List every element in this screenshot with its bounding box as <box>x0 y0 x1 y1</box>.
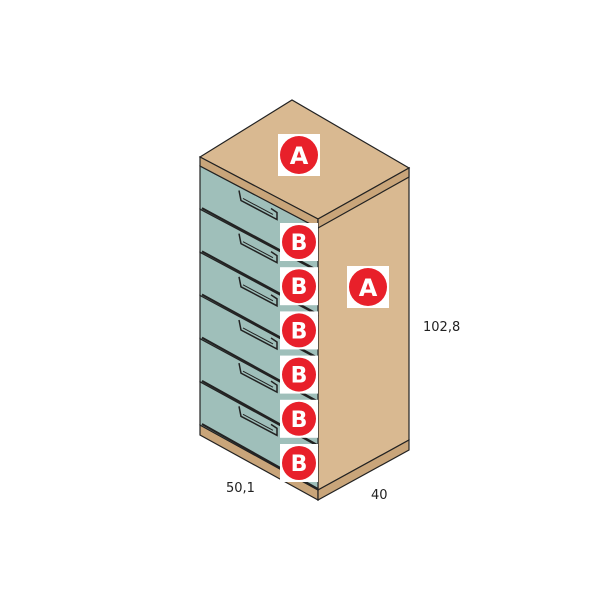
drawer-handle <box>238 363 278 394</box>
drawer-marker: B <box>280 311 318 350</box>
side-marker: A <box>347 266 389 308</box>
drawer-marker: B <box>280 355 318 394</box>
drawer-handle-inner <box>242 198 274 215</box>
drawer-marker-letter: B <box>291 231 308 256</box>
drawer-handle-inner <box>242 413 274 431</box>
drawer-marker-circle <box>282 401 316 436</box>
top-marker: A <box>278 134 320 176</box>
drawer-marker-circle <box>282 357 316 392</box>
width-dimension: 50,1 <box>226 481 255 496</box>
drawer-marker-circle <box>282 225 316 259</box>
drawer-handle-inner <box>242 370 274 388</box>
side-marker-letter: A <box>359 274 378 302</box>
drawer-marker-letter: B <box>291 452 308 477</box>
top-marker-letter: A <box>290 142 309 170</box>
drawer-handle-inner <box>242 284 274 302</box>
drawer-handle-inner <box>242 241 274 259</box>
drawer-handle-inner <box>242 327 274 345</box>
drawer-marker-circle <box>282 446 316 480</box>
drawer-handle <box>238 406 278 437</box>
drawer-marker: B <box>280 223 318 261</box>
base-plinth-side <box>317 438 410 502</box>
drawer-marker: B <box>280 444 318 482</box>
drawer-marker-circle <box>282 313 316 348</box>
drawer-marker-letter: B <box>291 364 308 389</box>
drawer-marker-letter: B <box>291 408 308 433</box>
drawer-handle <box>238 233 278 264</box>
height-dimension: 102,8 <box>423 320 460 335</box>
drawer-handle <box>238 190 278 221</box>
drawer-marker-letter: B <box>291 319 308 344</box>
drawer-marker-letter: B <box>291 275 308 300</box>
drawer-marker: B <box>280 267 318 306</box>
drawer-marker-circle <box>282 269 316 304</box>
drawer-handle <box>238 319 278 351</box>
drawer-marker: B <box>280 399 318 438</box>
depth-dimension: 40 <box>371 488 388 503</box>
drawer-handle <box>238 276 278 308</box>
